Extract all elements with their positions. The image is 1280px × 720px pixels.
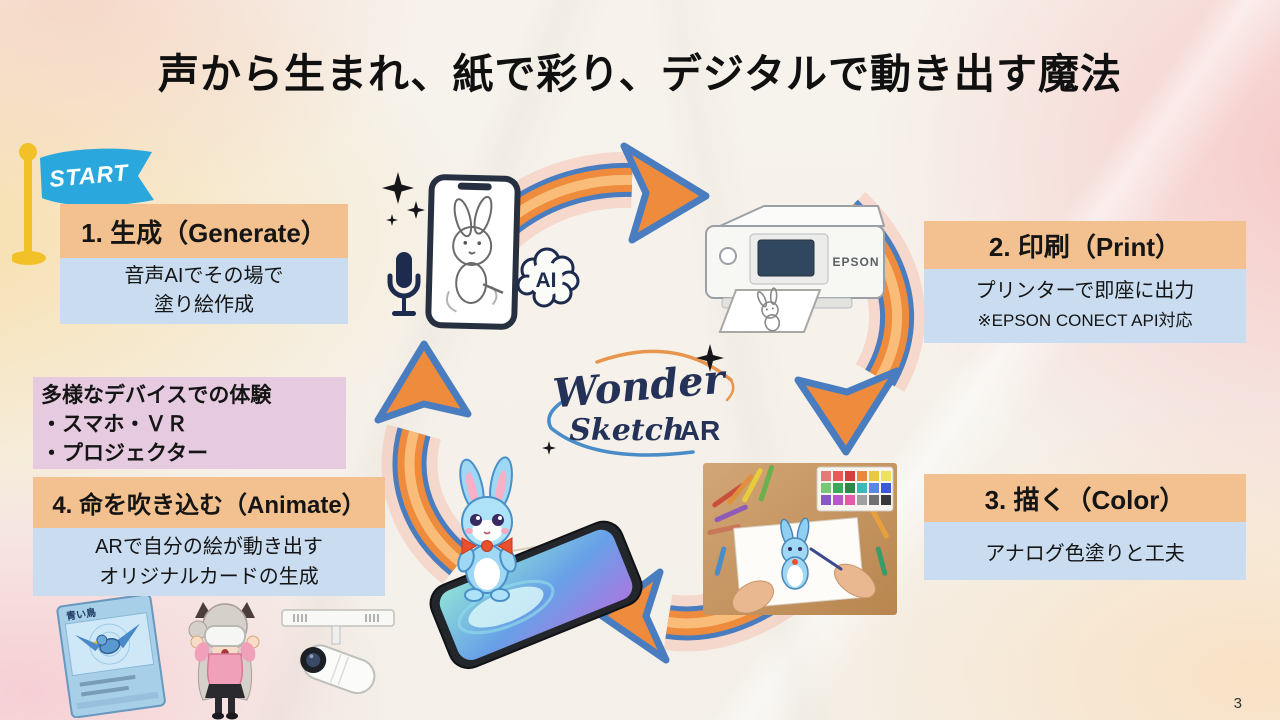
- paint-palette: [816, 466, 894, 512]
- page-number: 3: [1233, 695, 1242, 712]
- printer-brand-label: EPSON: [832, 255, 879, 269]
- start-flag: START: [12, 143, 154, 265]
- slide-title: 声から生まれ、紙で彩り、デジタルで動き出す魔法: [158, 51, 1122, 97]
- vr-girl-illustration: [188, 602, 260, 720]
- ai-badge-label: AI: [536, 269, 557, 292]
- sparkle-icon: [681, 374, 693, 386]
- generate-phone-illustration: [425, 174, 521, 330]
- step-1-body: 音声AIでその場で 塗り絵作成: [60, 258, 348, 324]
- devices-title: 多様なデバイスでの体験: [41, 384, 272, 407]
- rabbit-sketch: [446, 195, 504, 313]
- device-item: ・スマホ・ＶＲ: [41, 413, 188, 436]
- logo-sketch-text: Sketch: [569, 413, 684, 448]
- step-1-panel: 1. 生成（Generate） 音声AIでその場で 塗り絵作成: [60, 204, 348, 324]
- ar-phone-illustration: [429, 456, 643, 670]
- crayons: [707, 464, 889, 576]
- logo-ar-text: AR: [680, 415, 720, 446]
- step-2-heading: 2. 印刷（Print）: [924, 221, 1246, 269]
- devices-panel: 多様なデバイスでの体験 ・スマホ・ＶＲ ・プロジェクター: [33, 377, 346, 469]
- trading-card-illustration: 青い鳥: [56, 593, 166, 718]
- projector-illustration: [281, 609, 395, 695]
- flag-pole: [24, 152, 32, 256]
- sparkle-icon: [696, 344, 724, 372]
- step-3-body: アナログ色塗りと工夫: [924, 522, 1246, 580]
- step-4-body: ARで自分の絵が動き出す オリジナルカードの生成: [33, 528, 385, 596]
- sparkle-icon: [542, 441, 556, 455]
- step-3-heading: 3. 描く（Color）: [924, 474, 1246, 522]
- ar-rabbit: [457, 456, 517, 602]
- step-3-panel: 3. 描く（Color） アナログ色塗りと工夫: [924, 474, 1246, 580]
- logo-wonder-text: Wonder: [551, 355, 729, 417]
- step-4-heading: 4. 命を吹き込む（Animate）: [33, 477, 385, 528]
- colored-rabbit-drawing: [780, 517, 810, 590]
- step-2-body: プリンターで即座に出力 ※EPSON CONECT API対応: [924, 269, 1246, 343]
- sparkles-icon: [382, 172, 425, 226]
- coloring-photo: [703, 463, 897, 615]
- wonder-sketch-logo: Wonder Sketch AR: [542, 344, 735, 457]
- ai-brain-icon: AI: [516, 247, 580, 308]
- card-title-label: 青い鳥: [65, 606, 97, 623]
- step-2-panel: 2. 印刷（Print） プリンターで即座に出力 ※EPSON CONECT A…: [924, 221, 1246, 343]
- microphone-icon: [387, 252, 421, 316]
- printer-illustration: EPSON: [705, 205, 885, 333]
- device-item: ・プロジェクター: [41, 442, 209, 465]
- step-4-panel: 4. 命を吹き込む（Animate） ARで自分の絵が動き出す オリジナルカード…: [33, 477, 385, 596]
- step-1-heading: 1. 生成（Generate）: [60, 204, 348, 258]
